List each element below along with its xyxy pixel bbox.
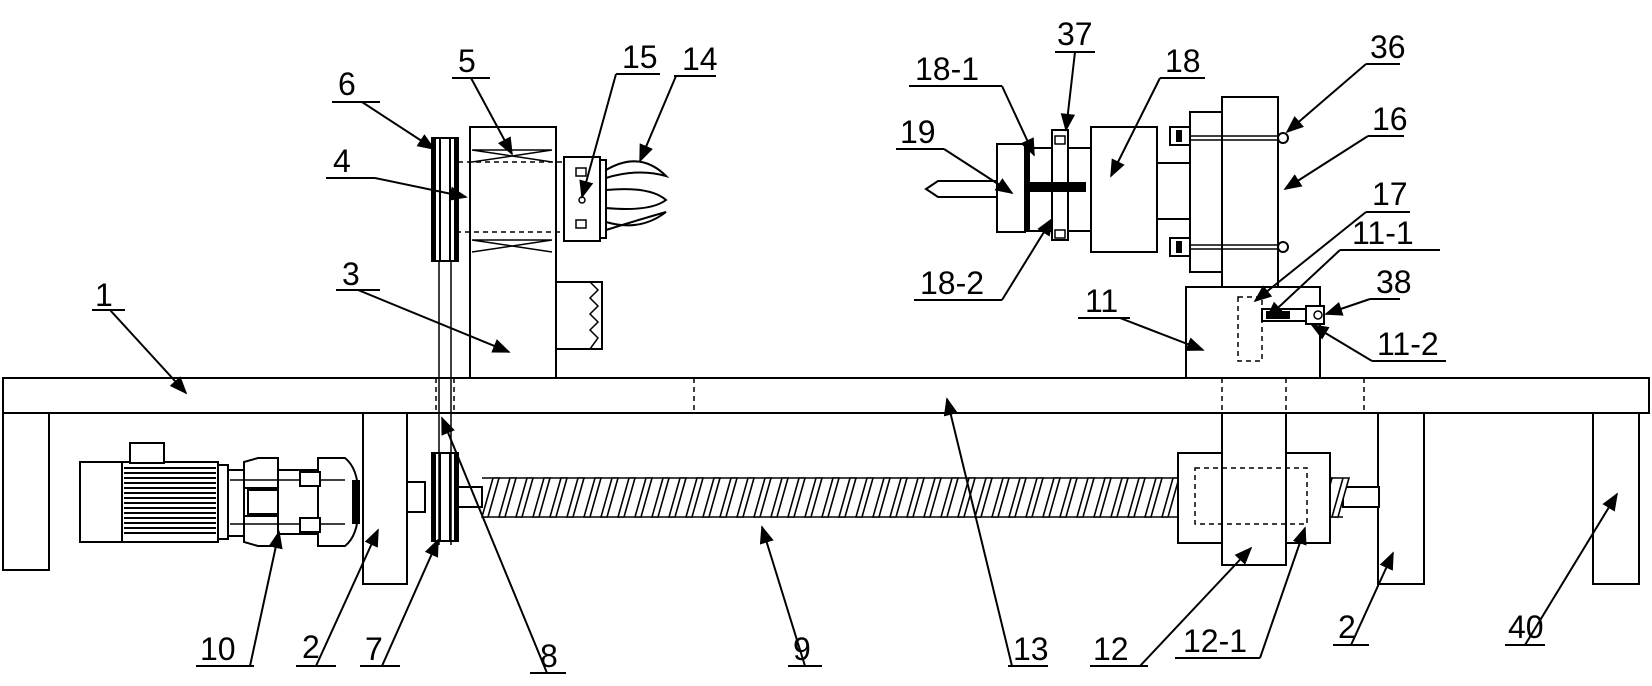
label-4: 4 bbox=[333, 143, 351, 179]
label-12: 12 bbox=[1093, 631, 1129, 667]
label-11-2: 11-2 bbox=[1377, 326, 1439, 362]
leader-line bbox=[452, 77, 512, 154]
leader-line bbox=[1287, 63, 1400, 132]
label-6: 6 bbox=[338, 66, 356, 102]
chuck bbox=[563, 156, 670, 242]
leader-line bbox=[296, 530, 378, 667]
label-38: 38 bbox=[1376, 264, 1412, 300]
leader-line bbox=[640, 75, 716, 161]
leader-line bbox=[332, 101, 434, 149]
label-8: 8 bbox=[540, 638, 558, 674]
leader-line bbox=[1333, 553, 1393, 646]
lower-pulley bbox=[431, 452, 459, 542]
leader-lines bbox=[92, 51, 1617, 674]
leader-line bbox=[1055, 51, 1095, 130]
leader-line bbox=[896, 148, 1012, 193]
label-11: 11 bbox=[1085, 283, 1118, 319]
label-18: 18 bbox=[1165, 43, 1201, 79]
leader-line bbox=[1090, 548, 1251, 667]
part-labels: 1 2 2 3 4 5 6 7 8 9 10 11 11-1 11-2 12 1… bbox=[95, 16, 1544, 674]
label-3: 3 bbox=[342, 256, 360, 292]
leader-line bbox=[1267, 249, 1440, 318]
label-13: 13 bbox=[1013, 631, 1049, 667]
leader-line bbox=[336, 289, 509, 352]
leader-line bbox=[326, 177, 466, 197]
leader-line bbox=[92, 309, 186, 393]
carriage-nut-block bbox=[1177, 412, 1331, 566]
label-1: 1 bbox=[95, 277, 113, 313]
bearing-support-left bbox=[362, 412, 408, 585]
leader-line bbox=[1078, 317, 1203, 350]
label-2-left: 2 bbox=[302, 629, 320, 665]
motor-gearbox bbox=[79, 442, 360, 547]
slide-base bbox=[1185, 286, 1321, 379]
leader-line bbox=[196, 532, 279, 667]
label-15: 15 bbox=[622, 39, 658, 75]
label-36: 36 bbox=[1370, 29, 1406, 65]
leader-line bbox=[1255, 211, 1410, 301]
label-17: 17 bbox=[1372, 176, 1408, 212]
label-37: 37 bbox=[1057, 16, 1093, 52]
leader-line bbox=[914, 219, 1052, 301]
leader-line bbox=[909, 85, 1034, 155]
leader-line bbox=[1326, 299, 1400, 314]
centre-block bbox=[924, 143, 1026, 233]
label-40: 40 bbox=[1508, 609, 1544, 645]
label-9: 9 bbox=[793, 631, 811, 667]
tailstock-plate bbox=[1189, 96, 1279, 288]
label-18-1: 18-1 bbox=[915, 51, 979, 87]
leader-line bbox=[1505, 494, 1617, 646]
leader-line bbox=[947, 399, 1048, 667]
slider-post bbox=[1221, 378, 1287, 413]
label-19: 19 bbox=[900, 114, 936, 150]
leader-line bbox=[1285, 135, 1404, 189]
leader-line bbox=[1111, 77, 1205, 176]
label-5: 5 bbox=[458, 43, 476, 79]
leader-line bbox=[1175, 528, 1305, 659]
label-10: 10 bbox=[200, 631, 236, 667]
label-18-2: 18-2 bbox=[920, 265, 984, 301]
label-7: 7 bbox=[365, 631, 383, 667]
clamp-jaw-block bbox=[1024, 129, 1092, 241]
label-2-right: 2 bbox=[1338, 609, 1356, 645]
upper-pulley bbox=[431, 137, 459, 262]
leader-line bbox=[442, 418, 566, 674]
leg-left bbox=[2, 412, 50, 571]
leader-line bbox=[360, 540, 438, 667]
leader-line bbox=[582, 73, 660, 197]
leg-right bbox=[1592, 412, 1640, 585]
label-12-1: 12-1 bbox=[1183, 623, 1247, 659]
bed-plate bbox=[2, 377, 1650, 414]
label-11-1: 11-1 bbox=[1352, 215, 1414, 251]
leader-line bbox=[762, 527, 822, 667]
label-14: 14 bbox=[682, 41, 718, 77]
label-16: 16 bbox=[1372, 101, 1408, 137]
bearing-support-right bbox=[1377, 412, 1425, 585]
